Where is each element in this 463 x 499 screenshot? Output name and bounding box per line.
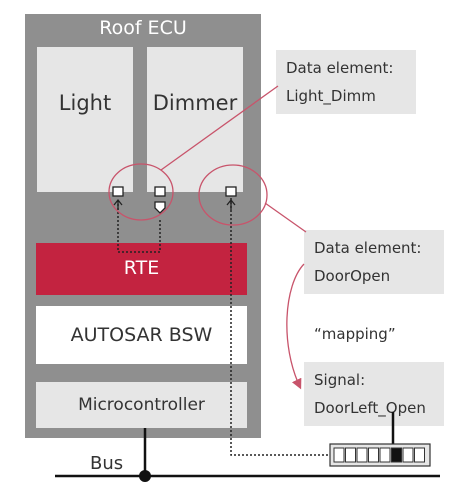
- bsw-layer: AUTOSAR BSW: [36, 306, 247, 364]
- light-dimm-leader-line: [160, 85, 279, 171]
- frame-slot-highlighted: [391, 447, 402, 463]
- light-dimm-highlight-circle: [108, 163, 174, 221]
- door-port-symbol: [226, 198, 236, 210]
- ecu-title: Roof ECU: [99, 17, 187, 39]
- can-frame: [329, 443, 431, 467]
- callout-door-open-line2: DoorOpen: [314, 267, 391, 285]
- callout-signal-line2: DoorLeft_Open: [314, 399, 426, 417]
- light-component: Light: [37, 47, 133, 192]
- callout-door-open: Data element: DoorOpen: [304, 230, 444, 294]
- door-open-leader-line: [264, 202, 307, 233]
- callout-door-open-line1: Data element:: [314, 239, 422, 257]
- dimmer-port: [154, 186, 166, 197]
- frame-slot: [414, 447, 425, 463]
- frame-slot: [379, 447, 391, 463]
- frame-slot: [402, 447, 414, 463]
- callout-signal: Signal: DoorLeft_Open: [304, 362, 444, 426]
- frame-slot: [368, 447, 379, 463]
- callout-light-dimm-line1: Data element:: [286, 59, 394, 77]
- bsw-label: AUTOSAR BSW: [70, 324, 213, 346]
- light-port-connection: [117, 200, 161, 253]
- microcontroller-layer: Microcontroller: [36, 382, 247, 428]
- callout-light-dimm: Data element: Light_Dimm: [276, 50, 416, 114]
- callout-light-dimm-line2: Light_Dimm: [286, 87, 376, 105]
- callout-signal-line1: Signal:: [314, 371, 366, 389]
- frame-slot: [333, 447, 345, 463]
- dimmer-component: Dimmer: [147, 47, 243, 192]
- frame-slot: [356, 447, 368, 463]
- bus-junction: [139, 470, 151, 482]
- mapping-label: “mapping”: [314, 325, 396, 343]
- light-port-symbol: [113, 198, 123, 210]
- dimmer-label: Dimmer: [152, 91, 238, 115]
- light-port: [112, 186, 124, 197]
- frame-slot: [345, 447, 356, 463]
- door-port-connection: [230, 198, 330, 456]
- door-port: [225, 186, 237, 197]
- light-label: Light: [58, 91, 112, 115]
- dimmer-port-symbol: [154, 201, 166, 214]
- mapping-arrow: [286, 263, 305, 390]
- microcontroller-label: Microcontroller: [78, 395, 205, 415]
- rte-label: RTE: [123, 257, 160, 279]
- door-open-highlight-circle: [198, 164, 268, 226]
- rte-layer: RTE: [36, 243, 247, 295]
- bus-label: Bus: [90, 453, 124, 474]
